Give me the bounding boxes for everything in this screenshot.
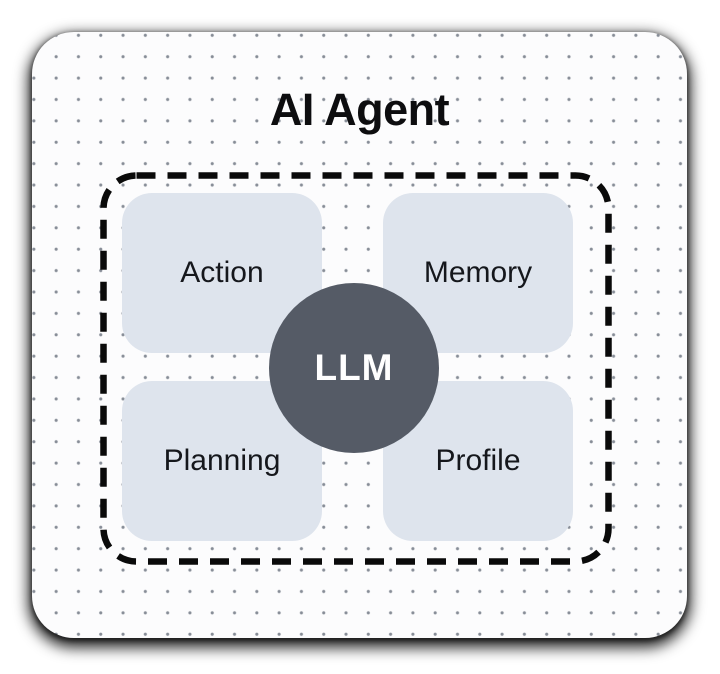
module-action-label: Action [180, 256, 264, 289]
module-memory: Memory [383, 193, 573, 353]
page-title: AI Agent [269, 84, 450, 135]
llm-core-label: LLM [314, 347, 394, 388]
module-profile: Profile [383, 381, 573, 541]
agent-boundary-dashed-frame [100, 172, 612, 565]
dashed-border-graphic [100, 172, 612, 565]
module-profile-label: Profile [435, 444, 521, 477]
llm-core-circle: LLM [269, 283, 439, 453]
module-memory-label: Memory [423, 256, 533, 289]
ai-agent-card: AI Agent Action Memory Planning Profile … [32, 32, 687, 638]
module-planning-label: Planning [163, 444, 281, 477]
